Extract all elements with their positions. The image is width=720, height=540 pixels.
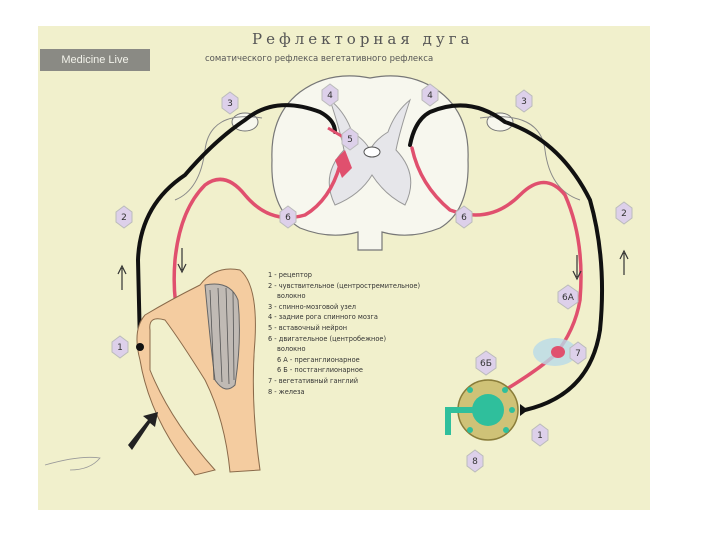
- legend-item: 7 - вегетативный ганглий: [268, 376, 483, 387]
- marker-2-right: 2: [616, 202, 632, 224]
- legend-item: 1 - рецептор: [268, 270, 483, 281]
- svg-text:6: 6: [461, 213, 467, 223]
- svg-text:2: 2: [621, 209, 627, 219]
- legend: 1 - рецептор 2 - чувствительное (центрос…: [268, 270, 483, 397]
- legend-item: волокно: [268, 291, 483, 302]
- legend-item: волокно: [268, 344, 483, 355]
- legend-item: 6 А - преганглионарное: [268, 355, 483, 366]
- marker-3-left: 3: [222, 92, 238, 114]
- marker-6a: 6А: [558, 285, 578, 309]
- marker-8: 8: [467, 450, 483, 472]
- legend-item: 5 - вставочный нейрон: [268, 323, 483, 334]
- legend-item: 3 - спинно-мозговой узел: [268, 302, 483, 313]
- up-arrow-left-icon: [118, 266, 126, 290]
- svg-text:4: 4: [427, 91, 433, 101]
- up-arrow-right-icon: [620, 251, 628, 275]
- svg-text:3: 3: [227, 99, 233, 109]
- svg-text:7: 7: [575, 349, 581, 359]
- svg-text:1: 1: [537, 431, 543, 441]
- svg-text:6А: 6А: [562, 293, 575, 303]
- legend-item: 2 - чувствительное (центростремительное): [268, 281, 483, 292]
- legend-item: 4 - задние рога спинного мозга: [268, 312, 483, 323]
- legend-item: 6 - двигательное (центробежное): [268, 334, 483, 345]
- svg-text:4: 4: [327, 91, 333, 101]
- receptor-left: [136, 343, 144, 351]
- svg-text:5: 5: [347, 135, 353, 145]
- stimulus-arrow-icon: [128, 412, 158, 450]
- svg-text:2: 2: [121, 213, 127, 223]
- svg-text:3: 3: [521, 97, 527, 107]
- marker-1-right: 1: [532, 424, 548, 446]
- legend-item: 8 - железа: [268, 387, 483, 398]
- receptor-right: [520, 404, 528, 416]
- marker-1-left: 1: [112, 336, 128, 358]
- svg-text:8: 8: [472, 457, 478, 467]
- svg-text:1: 1: [117, 343, 123, 353]
- spinal-cord: [272, 76, 468, 250]
- arm-illustration: [137, 269, 260, 475]
- svg-text:6: 6: [285, 213, 291, 223]
- marker-3-right: 3: [516, 90, 532, 112]
- down-arrow-left-icon: [178, 248, 186, 272]
- marker-2-left: 2: [116, 206, 132, 228]
- legend-item: 6 Б - постганглионарное: [268, 365, 483, 376]
